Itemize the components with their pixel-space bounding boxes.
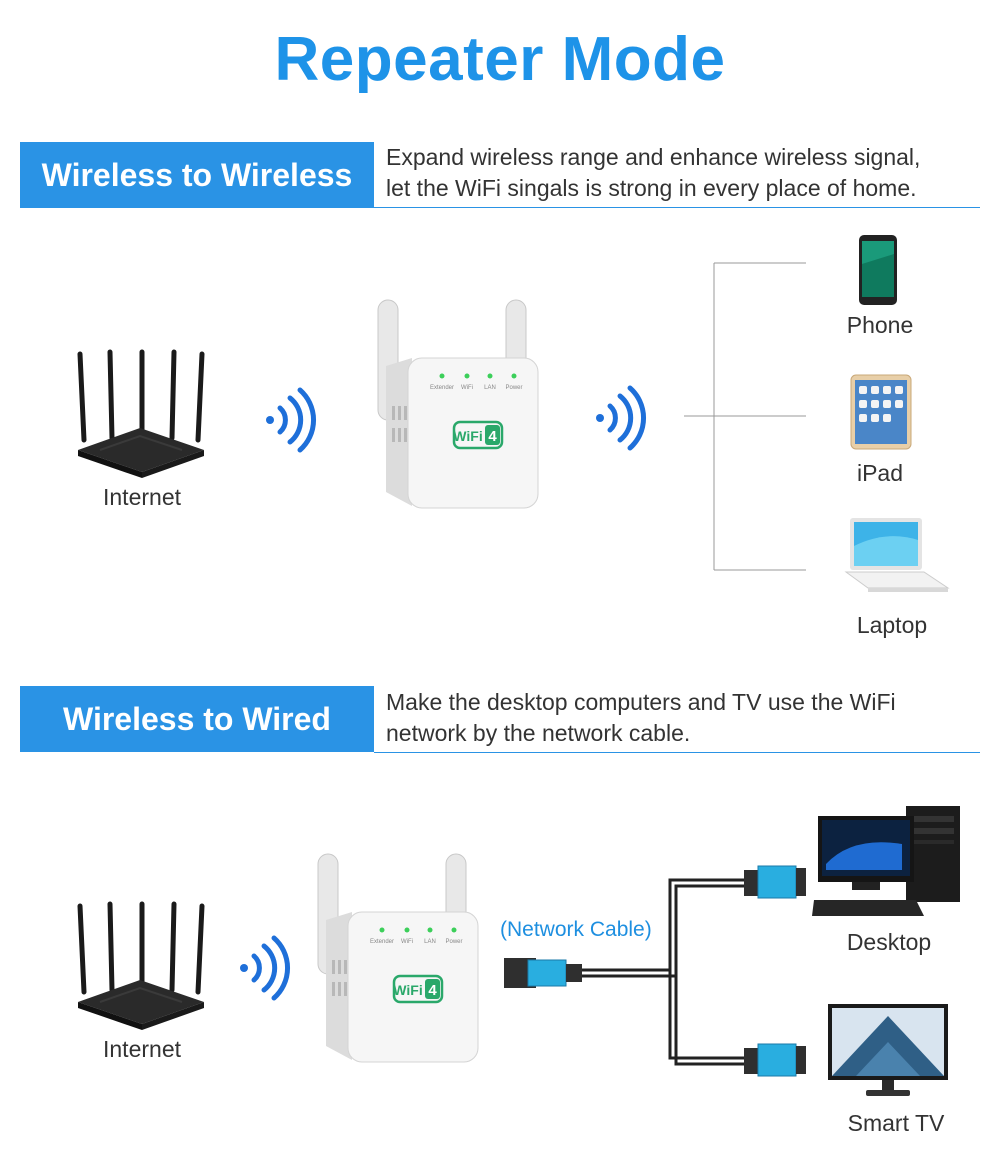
section1-rule bbox=[374, 207, 980, 208]
network-cable-diagram bbox=[504, 865, 806, 1077]
section2-banner: Wireless to Wired bbox=[20, 686, 374, 752]
section1-desc-line1: Expand wireless range and enhance wirele… bbox=[386, 144, 921, 170]
wifi-signal-icon bbox=[240, 935, 290, 1001]
extender-icon: Extender WiFi LAN Power WiFi 4 bbox=[317, 853, 479, 1063]
led-label-extender: Extender bbox=[370, 939, 394, 945]
section1-description: Expand wireless range and enhance wirele… bbox=[386, 142, 986, 204]
wifi-badge-number: 4 bbox=[488, 428, 497, 445]
laptop-icon bbox=[844, 518, 950, 592]
tablet-icon bbox=[850, 374, 912, 450]
led-label-wifi: WiFi bbox=[401, 939, 413, 945]
section2-desc-line1: Make the desktop computers and TV use th… bbox=[386, 689, 896, 715]
extender-icon: Extender WiFi LAN Power WiFi 4 bbox=[377, 299, 539, 509]
led-label-lan: LAN bbox=[484, 385, 496, 391]
led-label-power: Power bbox=[445, 939, 462, 945]
network-cable-label: (Network Cable) bbox=[500, 918, 652, 941]
section2-rule bbox=[374, 752, 980, 753]
ethernet-plug-icon bbox=[744, 865, 806, 899]
wifi-badge-text: WiFi bbox=[393, 982, 422, 998]
section1-banner: Wireless to Wireless bbox=[20, 142, 374, 208]
section1-desc-line2: let the WiFi singals is strong in every … bbox=[386, 175, 917, 201]
router-label: Internet bbox=[103, 1036, 181, 1062]
ethernet-plug-icon bbox=[744, 1043, 806, 1077]
phone-icon bbox=[859, 235, 897, 305]
led-label-power: Power bbox=[505, 385, 522, 391]
router-label: Internet bbox=[103, 484, 181, 510]
router-icon bbox=[77, 349, 205, 478]
desktop-label: Desktop bbox=[846, 929, 932, 955]
wifi-signal-icon bbox=[266, 387, 316, 453]
page-title: Repeater Mode bbox=[274, 25, 726, 94]
phone-label: Phone bbox=[846, 312, 914, 338]
led-label-wifi: WiFi bbox=[461, 385, 473, 391]
led-label-lan: LAN bbox=[424, 939, 436, 945]
smart-tv-icon bbox=[828, 1004, 948, 1096]
section2-description: Make the desktop computers and TV use th… bbox=[386, 687, 986, 749]
section2-desc-line2: network by the network cable. bbox=[386, 720, 691, 746]
ethernet-plug-icon bbox=[504, 958, 582, 988]
wifi-badge-number: 4 bbox=[428, 982, 437, 999]
ipad-label: iPad bbox=[856, 460, 904, 486]
connection-lines bbox=[684, 262, 806, 571]
wifi-badge-text: WiFi bbox=[453, 428, 482, 444]
router-icon bbox=[77, 901, 205, 1030]
wifi-signal-icon bbox=[596, 385, 646, 451]
led-label-extender: Extender bbox=[430, 385, 454, 391]
desktop-computer-icon bbox=[812, 806, 960, 916]
laptop-label: Laptop bbox=[856, 612, 928, 638]
smart-tv-label: Smart TV bbox=[847, 1110, 945, 1136]
